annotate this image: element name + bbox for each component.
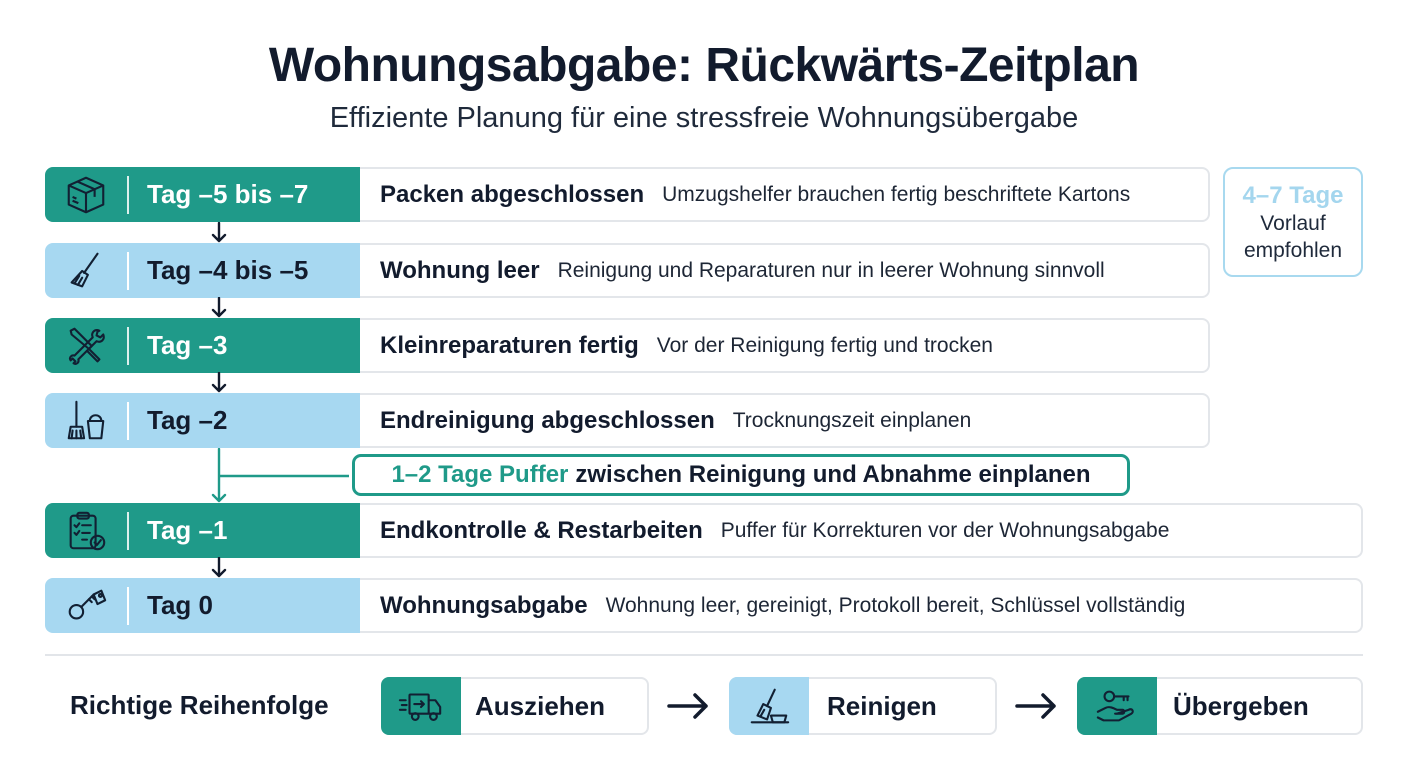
tools-icon xyxy=(45,318,127,373)
tag-separator xyxy=(127,251,129,290)
keys-icon xyxy=(45,578,127,633)
timeline-tag: Tag –3 xyxy=(45,318,360,373)
timeline-title: Kleinreparaturen fertig xyxy=(380,331,639,359)
timeline-tag: Tag –4 bis –5 xyxy=(45,243,360,298)
timeline-body: Endreinigung abgeschlossen Trocknungszei… xyxy=(360,393,1210,448)
lead-time-line1: Vorlauf xyxy=(1260,212,1326,235)
step-label: Ausziehen xyxy=(475,690,606,721)
timeline-title: Packen abgeschlossen xyxy=(380,180,645,208)
timeline-body: Wohnung leer Reinigung und Reparaturen n… xyxy=(360,243,1210,298)
box-icon xyxy=(45,167,127,222)
step-label: Übergeben xyxy=(1173,690,1309,721)
timeline-tag: Tag 0 xyxy=(45,578,360,633)
timeline-description: Umzugshelfer brauchen fertig beschriftet… xyxy=(662,182,1131,206)
timeline-description: Puffer für Korrekturen vor der Wohnungsa… xyxy=(720,518,1170,542)
timeline-title: Endkontrolle & Restarbeiten xyxy=(380,516,703,544)
tag-label: Tag –5 bis –7 xyxy=(147,179,309,209)
timeline-description: Reinigung und Reparaturen nur in leerer … xyxy=(557,258,1105,282)
timeline-title: Endreinigung abgeschlossen xyxy=(380,406,715,434)
buffer-connector-arrow xyxy=(211,448,349,503)
right-arrow xyxy=(1015,693,1056,719)
checklist-icon xyxy=(45,503,127,558)
down-arrow xyxy=(211,372,227,393)
timeline-description: Wohnung leer, gereinigt, Protokoll berei… xyxy=(605,593,1186,617)
sequence-step: Ausziehen xyxy=(381,677,649,735)
section-divider xyxy=(45,654,1363,656)
tag-separator xyxy=(127,401,129,440)
page-title: Wohnungsabgabe: Rückwärts-Zeitplan xyxy=(268,39,1140,92)
timeline-body: Wohnungsabgabe Wohnung leer, gereinigt, … xyxy=(360,578,1363,633)
timeline-description: Vor der Reinigung fertig und trocken xyxy=(656,333,993,357)
tag-separator xyxy=(127,586,129,625)
down-arrow xyxy=(211,557,227,578)
tag-label: Tag 0 xyxy=(147,590,213,620)
timeline-description: Trocknungszeit einplanen xyxy=(732,408,972,432)
right-arrow xyxy=(667,693,708,719)
timeline-title: Wohnungsabgabe xyxy=(380,591,588,619)
down-arrow xyxy=(211,222,227,243)
tag-label: Tag –1 xyxy=(147,515,228,545)
broom-dustpan-icon xyxy=(729,677,809,735)
tag-separator xyxy=(127,511,129,550)
tag-label: Tag –2 xyxy=(147,405,228,435)
lead-time-highlight: 4–7 Tage xyxy=(1242,182,1344,209)
down-arrow xyxy=(211,297,227,318)
buffer-highlight: 1–2 Tage Puffer xyxy=(391,461,569,488)
timeline-body: Endkontrolle & Restarbeiten Puffer für K… xyxy=(360,503,1363,558)
timeline-body: Packen abgeschlossen Umzugshelfer brauch… xyxy=(360,167,1210,222)
key-handover-icon xyxy=(1077,677,1157,735)
sequence-step: Reinigen xyxy=(729,677,997,735)
step-label: Reinigen xyxy=(827,690,937,721)
buffer-note: 1–2 Tage Puffer zwischen Reinigung und A… xyxy=(352,454,1130,496)
tag-separator xyxy=(127,326,129,365)
tag-label: Tag –4 bis –5 xyxy=(147,255,309,285)
sequence-step: Übergeben xyxy=(1077,677,1363,735)
tag-separator xyxy=(127,175,129,214)
page-subtitle: Effiziente Planung für eine stressfreie … xyxy=(329,102,1079,134)
moving-truck-icon xyxy=(381,677,461,735)
buffer-text: zwischen Reinigung und Abnahme einplanen xyxy=(575,461,1091,488)
lead-time-line2: empfohlen xyxy=(1243,239,1343,262)
broom-icon xyxy=(45,243,127,298)
mop-bucket-icon xyxy=(45,393,127,448)
tag-label: Tag –3 xyxy=(147,330,228,360)
timeline-title: Wohnung leer xyxy=(380,256,540,284)
timeline-tag: Tag –1 xyxy=(45,503,360,558)
timeline-tag: Tag –2 xyxy=(45,393,360,448)
lead-time-note: 4–7 Tage Vorlauf empfohlen xyxy=(1223,167,1363,277)
timeline-body: Kleinreparaturen fertig Vor der Reinigun… xyxy=(360,318,1210,373)
timeline-tag: Tag –5 bis –7 xyxy=(45,167,360,222)
sequence-label: Richtige Reihenfolge xyxy=(70,690,329,720)
